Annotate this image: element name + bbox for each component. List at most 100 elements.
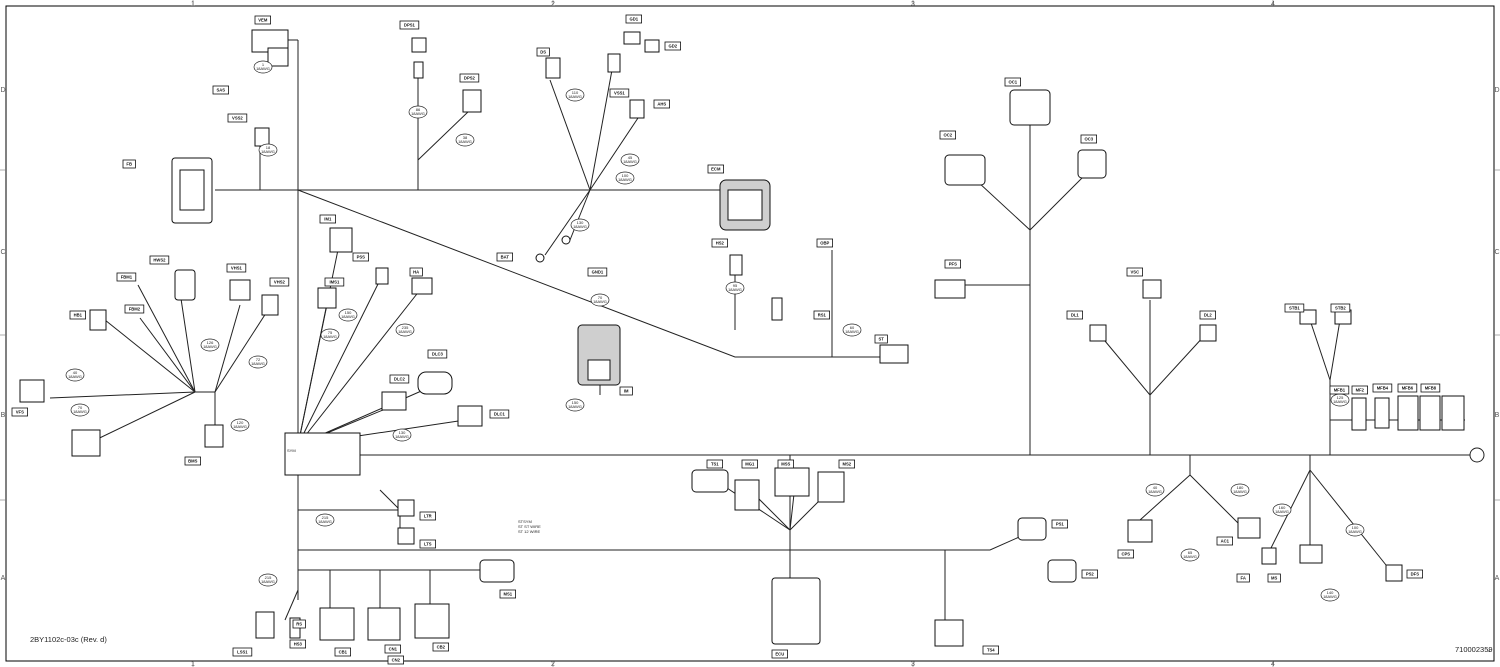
wire-length-text: 18AWG [233, 424, 247, 429]
connector-tag-mss: MSS [777, 459, 795, 469]
connector-tag-text: CN2 [392, 658, 401, 663]
wire-length-text: 18AWG [323, 334, 337, 339]
connector-tag-bms: BMS [184, 456, 202, 466]
connector-tag-vsc: VSC [1126, 267, 1144, 277]
wire-length-text: 18AWG [68, 374, 82, 379]
grid-row-label: B [1, 412, 6, 419]
wire-length-text: 18AWG [1148, 489, 1162, 494]
connector-tag-oc2: OC2 [939, 130, 957, 140]
grid-row-label: C [0, 249, 5, 256]
connector-tag-vss1: VSS1 [609, 88, 630, 98]
connector-tag-text: ECM [711, 167, 721, 172]
connector-tag-ims1: IMS1 [324, 277, 345, 287]
grid-column-label: 1 [191, 661, 195, 667]
connector-tag-text: MS2 [842, 462, 851, 467]
wire-length-text: 70 [78, 405, 83, 410]
connector-tag-dl2: DL2 [1199, 310, 1217, 320]
connector-tag-text: OC2 [943, 133, 952, 138]
connector-tag-hb1: HB1 [69, 310, 87, 320]
wire-length-text: 18AWG [256, 66, 270, 71]
wire-length-text: 180 [1237, 485, 1244, 490]
connector-tag-ps1: PS1 [1051, 519, 1069, 529]
connector-tag-dlc1: DLC1 [489, 409, 510, 419]
connector-tag-stb2: STB2 [1330, 303, 1351, 313]
drawing-number: 710002359 [1455, 645, 1493, 654]
grid-row-label: D [0, 87, 5, 94]
connector-tag-ts4: TS4 [982, 645, 1000, 655]
connector-tag-cps: CPS [1117, 549, 1135, 559]
connector-tag-hs3: HS3 [289, 639, 307, 649]
grid-row-label: B [1495, 412, 1500, 419]
connector-tag-text: MF2 [1356, 388, 1365, 393]
connector-tag-mg1: MG1 [741, 459, 759, 469]
connector-tag-dps1: DPS1 [399, 20, 420, 30]
connector-tag-bat: BAT [496, 252, 514, 262]
connector-tag-cb1: CB1 [334, 647, 352, 657]
wire-length-text: 18AWG [203, 344, 217, 349]
wire-length-text: 45 [628, 155, 633, 160]
connector-tag-pss: PSS [352, 252, 370, 262]
connector-tag-ahs: AHS [653, 99, 671, 109]
wire-length-text: 235 [402, 325, 409, 330]
connector-tag-obp: OBP [816, 238, 834, 248]
connector-tag-dps2: DPS2 [459, 73, 480, 83]
connector-tag-text: DLC2 [394, 377, 406, 382]
wire-length-text: 38 [463, 135, 468, 140]
connector-tag-text: MFB1 [1334, 388, 1346, 393]
connector-tag-vss2: VSS2 [227, 113, 248, 123]
wire-length-text: 130 [399, 430, 406, 435]
connector-tag-text: ST [879, 337, 885, 342]
connector-tag-text: LSS1 [237, 650, 248, 655]
document-code: 2BY1102c-03c (Rev. d) [30, 635, 107, 644]
connector-tag-text: STB1 [1289, 306, 1300, 311]
grid-column-label: 2 [551, 661, 555, 667]
wire-length-text: 18AWG [1348, 529, 1362, 534]
connector-tag-text: MSS [781, 462, 790, 467]
wire-length-text: 215 [322, 515, 329, 520]
connector-tag-text: OBP [820, 241, 829, 246]
wire-length-text: 18AWG [318, 519, 332, 524]
connector-tag-text: GD2 [668, 44, 677, 49]
wire-length-text: 100 [1352, 525, 1359, 530]
connector-tag-text: PS2 [1086, 572, 1095, 577]
grid-row-label: A [1495, 575, 1500, 582]
connector-tag-fa: FA [1236, 573, 1250, 583]
connector-tag-text: MFB4 [1377, 386, 1389, 391]
connector-tag-text: GND1 [592, 270, 604, 275]
connector-tag-ms2: MS2 [838, 459, 856, 469]
connector-tag-stb1: STB1 [1284, 303, 1305, 313]
connector-tag-gnd1: GND1 [587, 267, 608, 277]
grid-column-label: 4 [1271, 661, 1275, 667]
ems-symbol-label: SYM [287, 448, 296, 453]
connector-tag-oc3: OC3 [1080, 134, 1098, 144]
grid-row-label: A [1, 575, 6, 582]
connector-tag-text: IMS1 [330, 280, 340, 285]
connector-tag-ecu: ECU [771, 649, 789, 659]
connector-tag-rs1: RS1 [813, 310, 831, 320]
wire-length-text: 18AWG [568, 94, 582, 99]
wire-length-text: 100 [622, 173, 629, 178]
connector-bodies [19, 29, 1465, 647]
wire-length-text: 70 [598, 295, 603, 300]
wire-length-text: 40 [1153, 485, 1158, 490]
connector-tag-vhs1: VHS1 [226, 263, 247, 273]
connector-tag-ms: MS [1267, 573, 1281, 583]
connector-tag-ecm: ECM [707, 164, 725, 174]
connector-tag-text: BAT [501, 255, 510, 260]
